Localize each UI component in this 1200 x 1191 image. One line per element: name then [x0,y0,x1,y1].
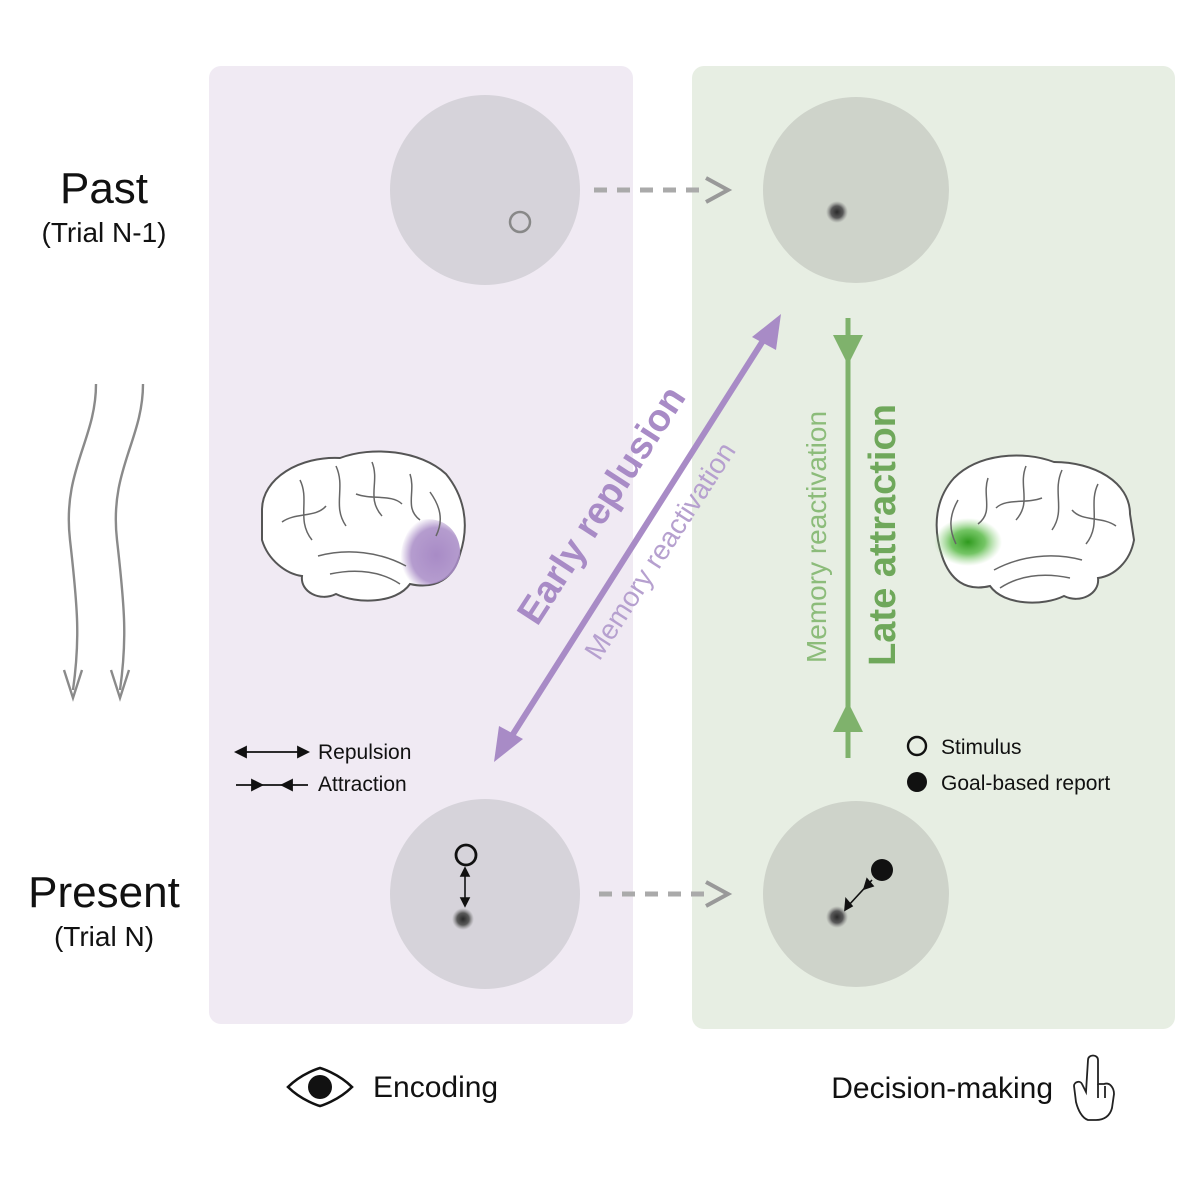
disc-past-decision [763,97,949,283]
memory-dot-present-decision [826,906,848,928]
decision-panel [692,66,1175,1029]
disc-present-encoding [390,799,580,989]
brain-icon-decision [934,454,1136,604]
legend-stimulus-symbol [906,735,928,757]
time-flow-arrows [62,383,145,702]
present-sub-label: (Trial N) [54,921,154,952]
eye-icon [286,1066,354,1108]
stimulus-marker-present [454,843,478,867]
legend-attraction-label: Attraction [318,773,407,796]
pointing-hand-icon [1073,1054,1115,1121]
memory-dot-past [826,201,848,223]
present-label: Present [28,868,180,917]
past-sub-label: (Trial N-1) [42,217,167,248]
legend-attraction-symbol [236,778,308,792]
attraction-arrow-small [844,877,875,912]
decision-label: Decision-making [831,1072,1053,1105]
dashed-arrow-past [594,176,733,204]
legend-report-symbol [907,772,927,792]
disc-past-encoding [390,95,580,285]
early-repulsion-arrow [494,314,781,762]
encoding-label: Encoding [373,1071,498,1104]
late-attraction-title: Late attraction [862,404,904,666]
stimulus-marker-past [508,210,532,234]
report-marker-present [871,859,893,881]
disc-present-decision [763,801,949,987]
legend-report-label: Goal-based report [941,772,1110,795]
dashed-arrow-present [599,880,733,908]
repulsion-arrow-small [459,866,471,908]
legend-repulsion-symbol [233,745,311,759]
brain-icon-encoding [261,450,466,602]
past-label: Past [60,164,148,213]
late-attraction-sub: Memory reactivation [801,411,832,663]
memory-dot-present-encoding [452,908,474,930]
legend-repulsion-label: Repulsion [318,741,411,764]
legend-stimulus-label: Stimulus [941,736,1022,759]
late-attraction-arrow [833,318,863,758]
